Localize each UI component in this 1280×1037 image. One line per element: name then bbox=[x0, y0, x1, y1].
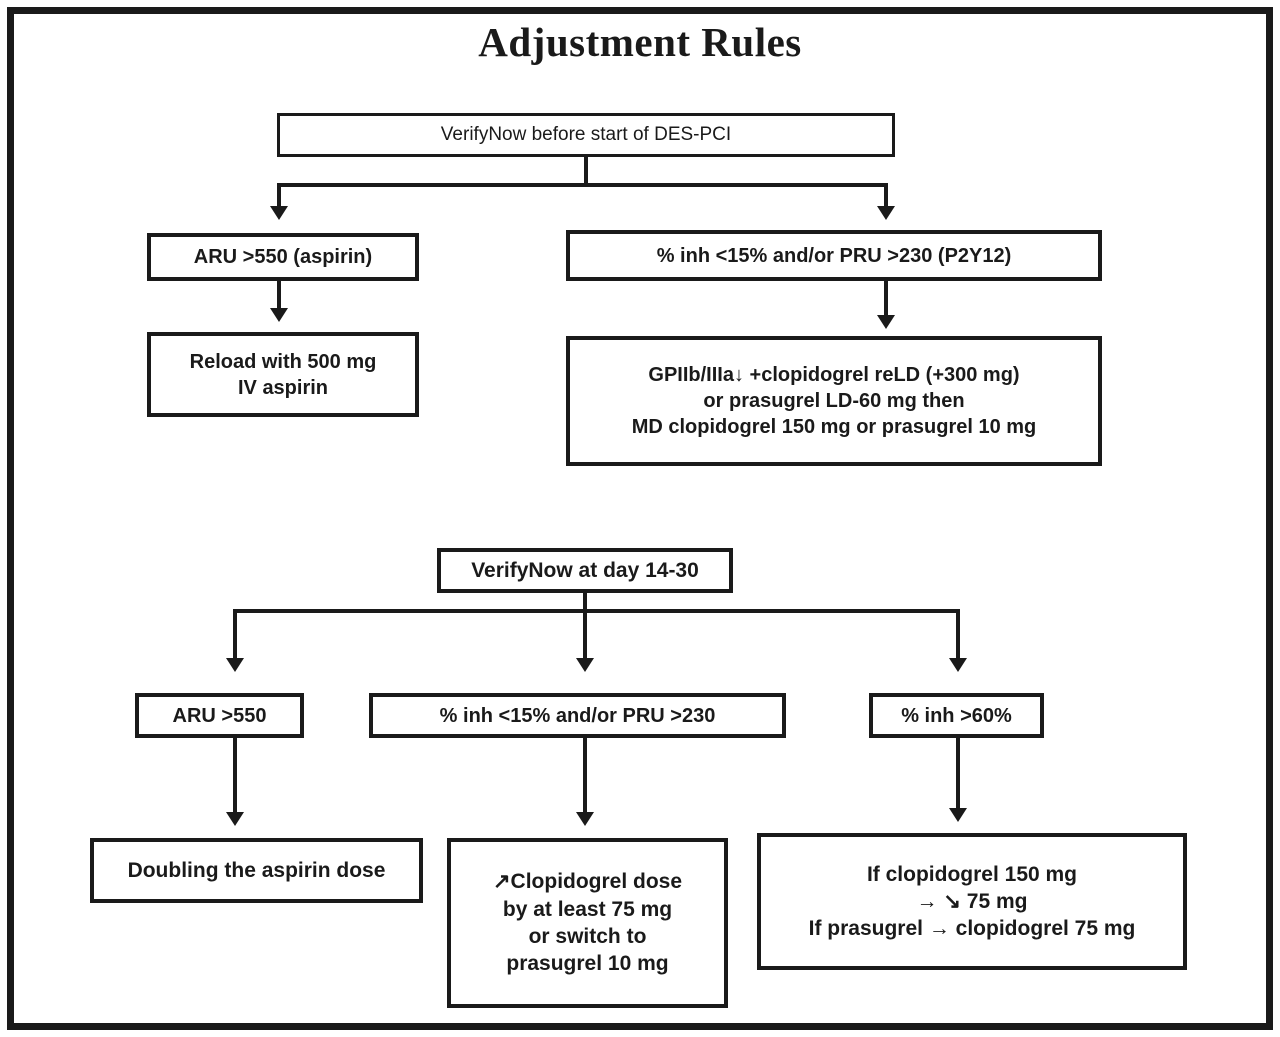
node-verifynow-pre-pci: VerifyNow before start of DES-PCI bbox=[277, 113, 895, 157]
node-inh-high-action: If clopidogrel 150 mg → ↘ 75 mg If prasu… bbox=[757, 833, 1187, 970]
node-text-line: Reload with 500 mg bbox=[189, 350, 377, 373]
arrow-root2-right bbox=[949, 658, 967, 672]
connector-pru-branch-down bbox=[884, 281, 888, 321]
connector-root2-mid-drop bbox=[583, 609, 587, 663]
node-text: ARU >550 (aspirin) bbox=[193, 246, 373, 268]
node-text-line: or prasugrel LD-60 mg then bbox=[703, 390, 965, 412]
connector-inh-low-down bbox=[583, 738, 587, 820]
node-text-line: → ↘ 75 mg bbox=[916, 889, 1028, 913]
node-aru-branch-condition: ARU >550 (aspirin) bbox=[147, 233, 419, 281]
arrow-root2-left bbox=[226, 658, 244, 672]
connector-root2-bar bbox=[233, 609, 960, 613]
arrow-inh-low bbox=[576, 812, 594, 826]
node-inh-low-condition: % inh <15% and/or PRU >230 bbox=[369, 693, 786, 738]
node-text: VerifyNow at day 14-30 bbox=[471, 558, 699, 582]
node-text-line: or switch to bbox=[528, 925, 647, 948]
node-text: % inh <15% and/or PRU >230 bbox=[439, 704, 716, 727]
connector-root1-bar bbox=[277, 183, 888, 187]
node-inh-low-action: ↗Clopidogrel dose by at least 75 mg or s… bbox=[447, 838, 728, 1008]
node-text-line: GPIIb/IIIa↓ +clopidogrel reLD (+300 mg) bbox=[648, 364, 1020, 386]
node-text-line: prasugrel 10 mg bbox=[506, 952, 669, 976]
connector-root2-left-drop bbox=[233, 609, 237, 663]
node-text-line: ↗Clopidogrel dose bbox=[492, 870, 683, 894]
node-text-line: MD clopidogrel 150 mg or prasugrel 10 mg bbox=[631, 416, 1037, 438]
node-text: Doubling the aspirin dose bbox=[127, 858, 386, 882]
node-text-line: by at least 75 mg bbox=[502, 897, 673, 921]
node-text: % inh <15% and/or PRU >230 (P2Y12) bbox=[656, 244, 1012, 267]
node-verifynow-day-14-30: VerifyNow at day 14-30 bbox=[437, 548, 733, 593]
node-text: ARU >550 bbox=[172, 704, 267, 727]
node-aru-high-action: Doubling the aspirin dose bbox=[90, 838, 423, 903]
connector-root1-right-drop bbox=[884, 183, 888, 212]
arrow-pru-branch bbox=[877, 315, 895, 329]
page-title: Adjustment Rules bbox=[478, 19, 802, 65]
arrow-aru-high bbox=[226, 812, 244, 826]
connector-root2-right-drop bbox=[956, 609, 960, 663]
node-text-line: If clopidogrel 150 mg bbox=[866, 862, 1078, 886]
connector-root1-stem bbox=[584, 157, 588, 185]
node-text-line: IV aspirin bbox=[237, 376, 329, 399]
connector-aru-branch-down bbox=[277, 281, 281, 314]
node-text: VerifyNow before start of DES-PCI bbox=[440, 123, 732, 145]
arrow-root1-left bbox=[270, 206, 288, 220]
node-pru-branch-action: GPIIb/IIIa↓ +clopidogrel reLD (+300 mg) … bbox=[566, 336, 1102, 466]
arrow-inh-high bbox=[949, 808, 967, 822]
connector-root2-stem bbox=[583, 593, 587, 611]
arrow-aru-branch bbox=[270, 308, 288, 322]
node-aru-high-condition: ARU >550 bbox=[135, 693, 304, 738]
node-pru-branch-condition: % inh <15% and/or PRU >230 (P2Y12) bbox=[566, 230, 1102, 281]
node-text: % inh >60% bbox=[901, 704, 1012, 727]
connector-aru-high-down bbox=[233, 738, 237, 820]
node-text-line: If prasugrel → clopidogrel 75 mg bbox=[808, 917, 1136, 941]
node-aru-branch-action: Reload with 500 mg IV aspirin bbox=[147, 332, 419, 417]
connector-inh-high-down bbox=[956, 738, 960, 816]
arrow-root2-mid bbox=[576, 658, 594, 672]
connector-root1-left-drop bbox=[277, 183, 281, 212]
arrow-root1-right bbox=[877, 206, 895, 220]
node-inh-high-condition: % inh >60% bbox=[869, 693, 1044, 738]
